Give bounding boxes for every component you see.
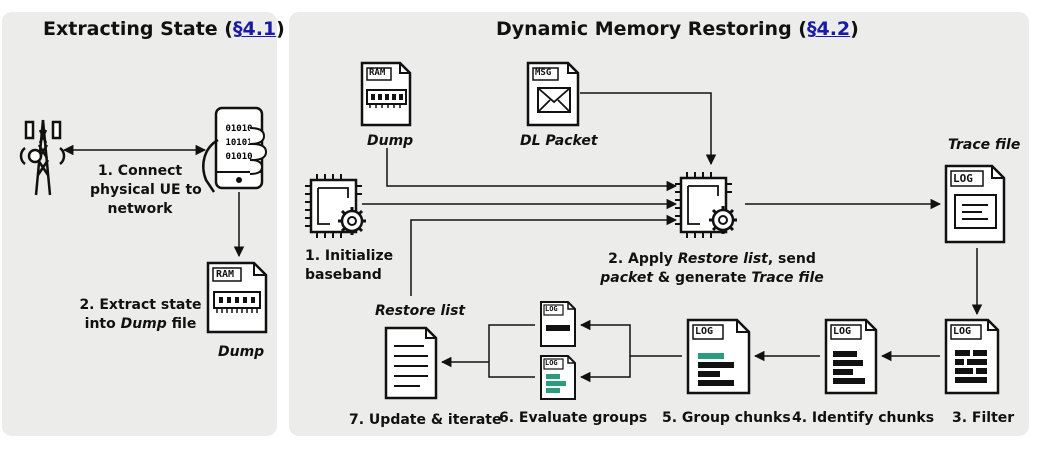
- phone-in-hand-icon: 01010 10101 01010: [202, 106, 268, 193]
- trace-log-file-icon: [944, 164, 1006, 244]
- step-2-apply-label: 2. Apply Restore list, send packet & gen…: [600, 251, 824, 286]
- restore-list-label: Restore list: [375, 303, 466, 319]
- identify-log-tag: LOG: [833, 326, 852, 337]
- step-2-extract-label: 2. Extract state into Dump file: [79, 297, 202, 332]
- dl-packet-label: DL Packet: [520, 133, 598, 149]
- grouped-chunks-log-icon: [686, 318, 751, 395]
- identified-chunks-log-icon: [824, 318, 878, 395]
- section-4-2-link[interactable]: §4.2: [806, 18, 851, 40]
- cell-tower-icon: [19, 119, 66, 196]
- flow-arrows: [362, 92, 983, 383]
- svg-text:01010: 01010: [225, 152, 252, 162]
- step-6-evaluate-label: 6. Evaluate groups: [499, 410, 648, 426]
- step-3-filter-label: 3. Filter: [952, 410, 1015, 426]
- filtered-log-file-icon: [944, 318, 1000, 395]
- restore-list-file-icon: [384, 326, 438, 400]
- extracting-state-panel: [2, 12, 277, 436]
- trace-file-label: Trace file: [948, 137, 1021, 153]
- dl-packet-msg-file-icon: [526, 61, 580, 127]
- baseband-chip-icon: [305, 174, 366, 238]
- left-ram-tag: RAM: [216, 269, 235, 280]
- step-5-group-label: 5. Group chunks: [662, 410, 791, 426]
- group-a-log-tag: LOG: [545, 305, 558, 313]
- group-log-tag: LOG: [695, 326, 714, 337]
- dump-ram-file-icon: [360, 61, 412, 127]
- group-b-log-tag: LOG: [545, 359, 558, 367]
- right-ram-tag: RAM: [369, 68, 386, 78]
- step-7-update-label: 7. Update & iterate: [349, 412, 502, 428]
- group-b-log-icon: [540, 355, 576, 400]
- filter-log-tag: LOG: [953, 326, 972, 337]
- right-dump-label: Dump: [367, 133, 414, 149]
- dynamic-memory-restoring-title: Dynamic Memory Restoring (§4.2): [496, 18, 859, 40]
- svg-text:01010: 01010: [225, 124, 252, 134]
- left-dump-label: Dump: [218, 344, 265, 360]
- section-4-1-link[interactable]: §4.1: [232, 18, 277, 40]
- msg-tag: MSG: [535, 68, 552, 78]
- trace-log-tag: LOG: [953, 172, 973, 185]
- svg-text:10101: 10101: [225, 138, 252, 148]
- group-a-log-icon: [540, 301, 576, 347]
- baseband-chip-icon: [675, 172, 737, 238]
- extracting-state-title: Extracting State (§4.1): [43, 18, 285, 40]
- dump-ram-file-icon: [206, 261, 268, 334]
- step-4-identify-label: 4. Identify chunks: [792, 410, 935, 426]
